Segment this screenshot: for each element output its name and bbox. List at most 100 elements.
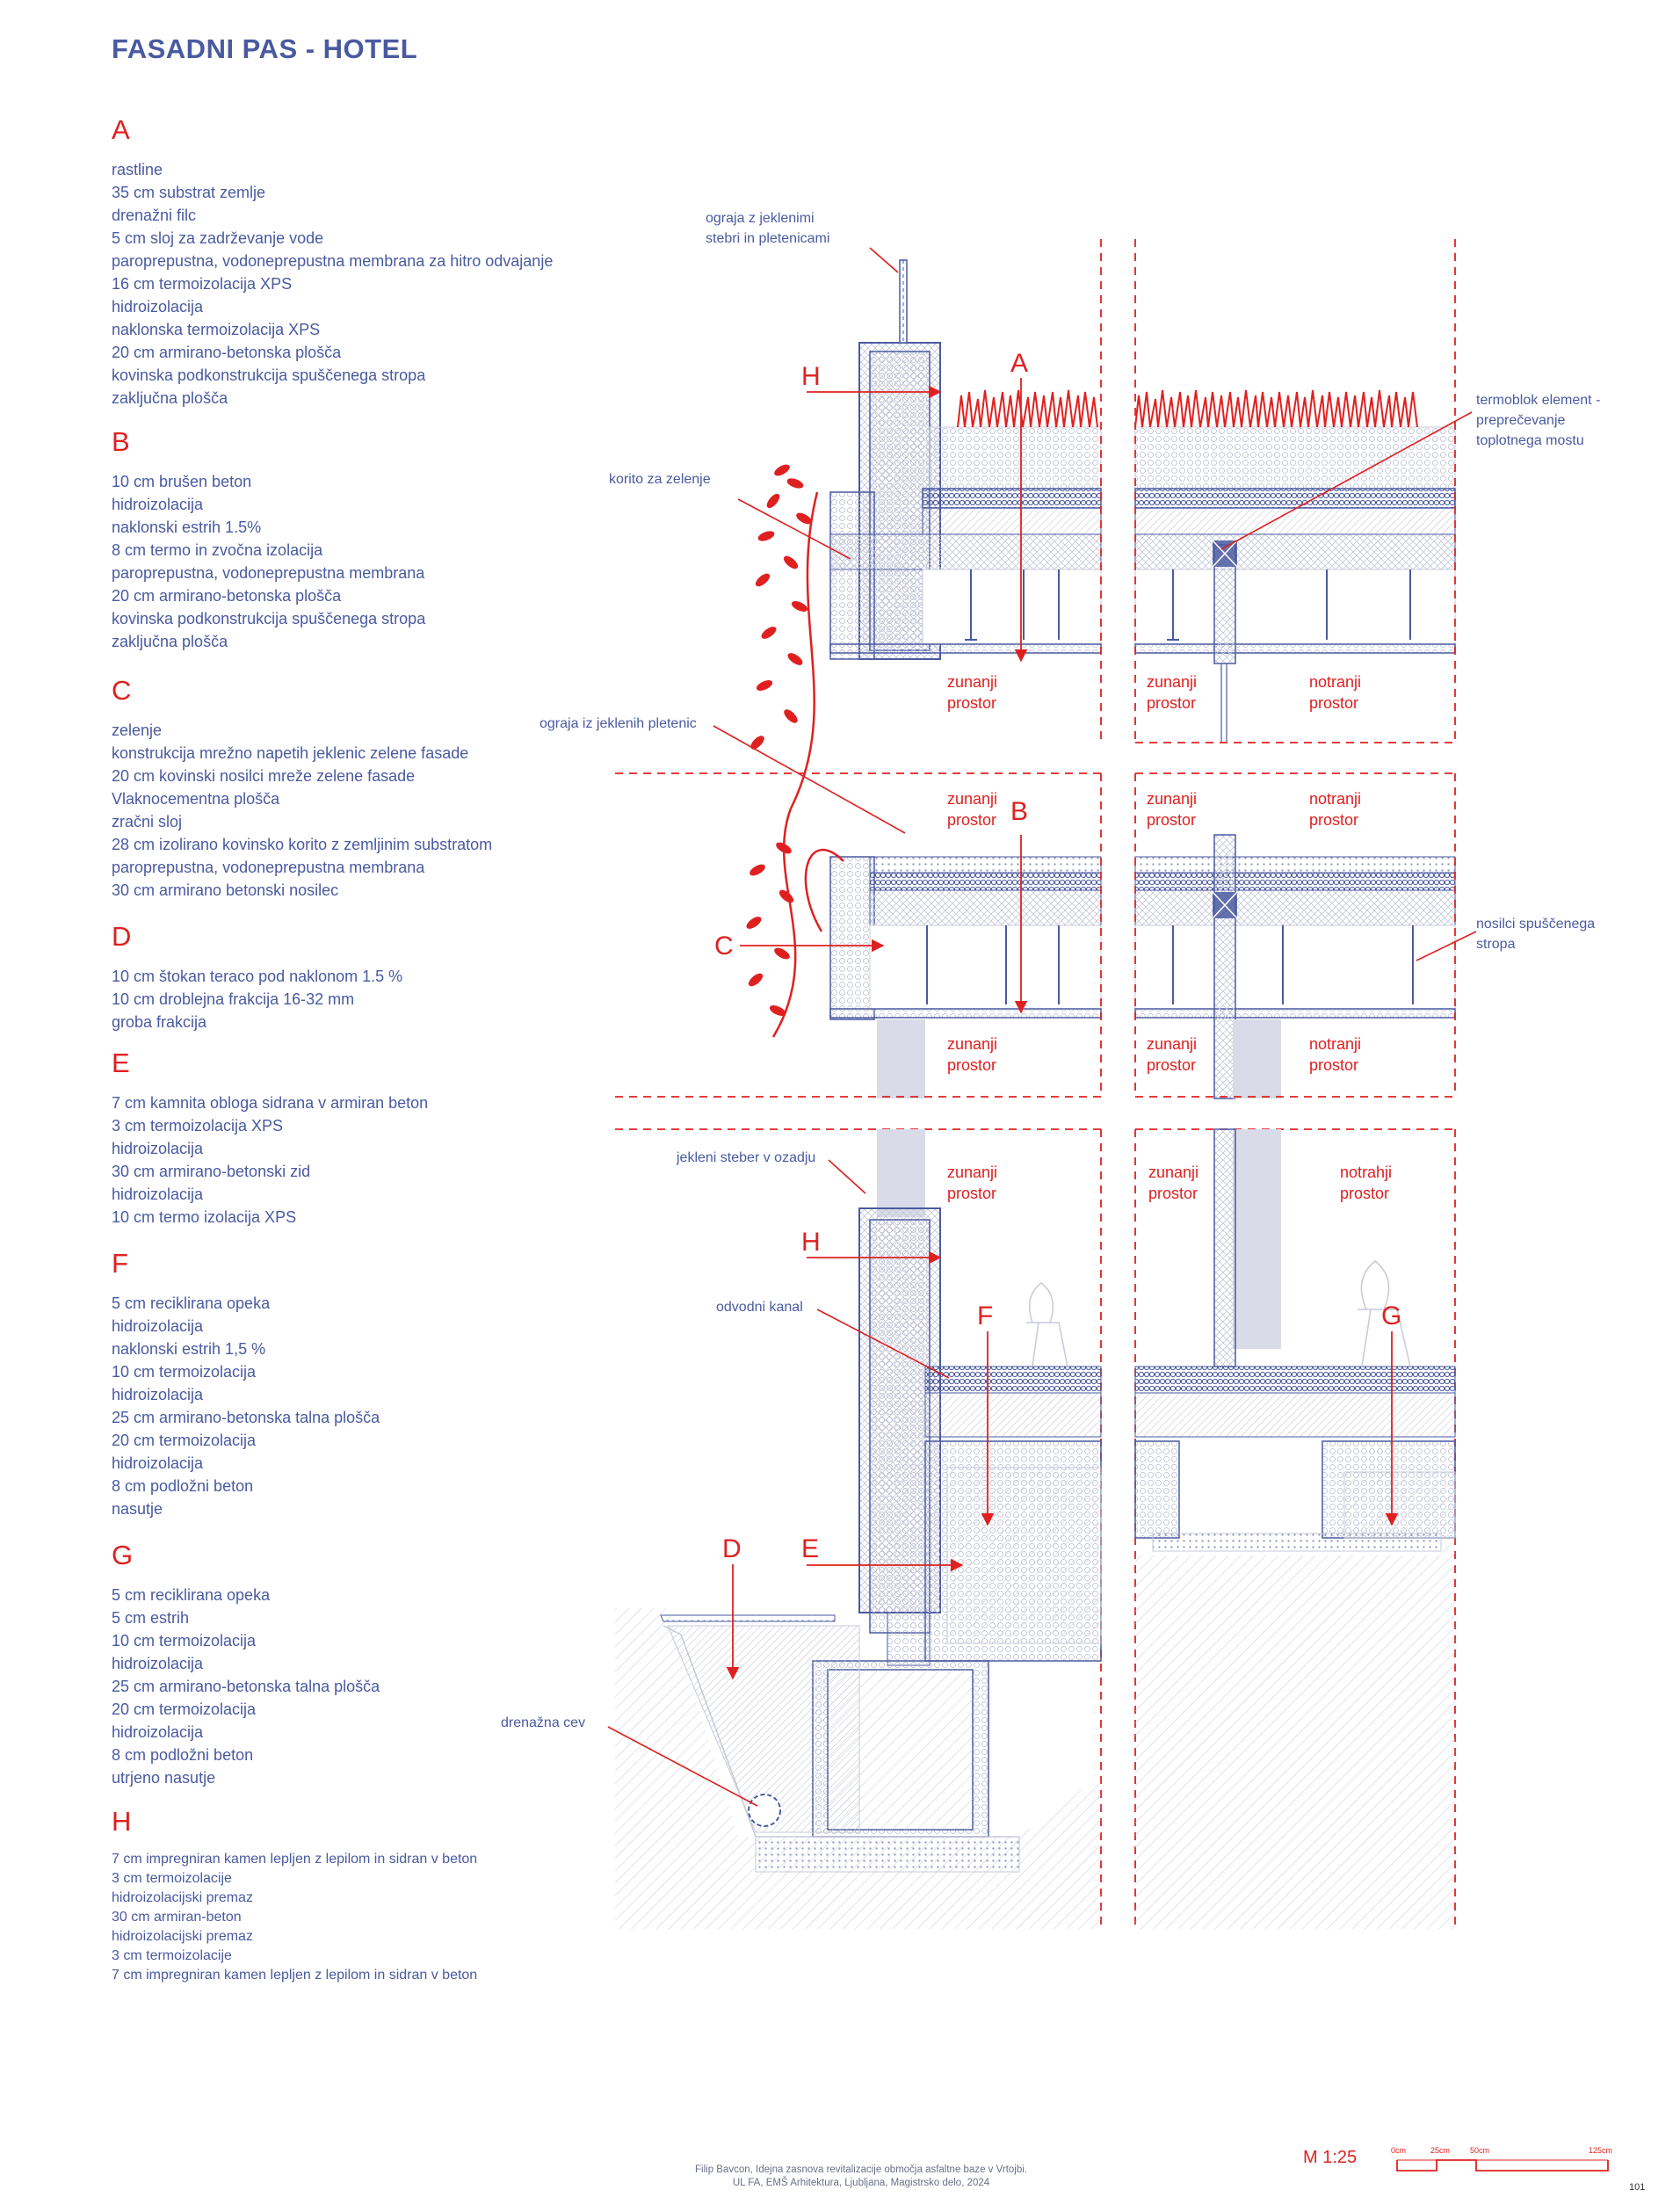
- legend-layer-item: 3 cm termoizolacije: [112, 1948, 232, 1963]
- climbing-plant: [746, 464, 844, 1038]
- label-drain-channel: odvodni kanal: [716, 1300, 803, 1315]
- legend-layer-item: paroprepustna, vodoneprepustna membrana: [112, 859, 425, 876]
- label-ceiling-beams-1: nosilci spuščenega: [1476, 917, 1595, 932]
- legend-section-f: F 5 cm reciklirana opeka hidroizolacija nak…: [112, 1248, 604, 1520]
- legend-layer-item: 5 cm sloj za zadrževanje vode: [112, 229, 324, 247]
- legend-layer-item: naklonski estrih 1,5 %: [112, 1340, 266, 1358]
- legend-section-b: B 10 cm brušen beton hidroizolacija naklons…: [112, 426, 604, 653]
- space-label: zunanji: [947, 1035, 997, 1053]
- legend-letter: H: [112, 1806, 132, 1837]
- space-label: prostor: [1147, 811, 1196, 829]
- space-label: zunanji: [947, 1164, 997, 1181]
- legend-layer-item: hidroizolacija: [112, 496, 204, 513]
- legend-letter: D: [112, 921, 132, 952]
- legend-layer-item: utrjeno nasutje: [112, 1769, 216, 1787]
- legend-section-d: D 10 cm štokan teraco pod naklonom 1.5 % 1…: [112, 921, 604, 1033]
- space-label: zunanji: [1147, 673, 1197, 691]
- space-label: zunanji: [947, 673, 997, 691]
- legend-layer-item: 20 cm kovinski nosilci mreže zelene fasa…: [112, 767, 416, 785]
- scale-tick-125: 125cm: [1589, 2146, 1612, 2155]
- legend-layer-item: 30 cm armiran-beton: [112, 1910, 242, 1925]
- legend-layer-item: zaključna plošča: [112, 633, 228, 650]
- legend-section-h: H 7 cm impregniran kamen lepljen z lepilo…: [112, 1806, 604, 1985]
- legend-layer-item: 10 cm termoizolacija: [112, 1363, 257, 1381]
- letter-f: F: [977, 1302, 993, 1331]
- legend-layer-item: hidroizolacija: [112, 1317, 204, 1335]
- ground-section: [615, 1128, 1456, 1929]
- space-label: prostor: [1309, 811, 1358, 829]
- space-label: notranji: [1309, 790, 1361, 808]
- space-labels: zunanji prostor zunanji prostor notranji…: [947, 673, 1392, 1202]
- legend-layer-item: hidroizolacija: [112, 1386, 204, 1403]
- footer-credit: Filip Bavcon, Idejna zasnova revitalizac…: [615, 2164, 1107, 2190]
- legend-layer-item: groba frakcija: [112, 1013, 207, 1031]
- legend-layer-item: 5 cm reciklirana opeka: [112, 1294, 271, 1312]
- letter-g: G: [1381, 1302, 1401, 1331]
- legend-layer-item: konstrukcija mrežno napetih jeklenic zel…: [112, 744, 469, 762]
- legend-layer-item: 16 cm termoizolacija XPS: [112, 275, 293, 293]
- legend-layer-item: paroprepustna, vodoneprepustna membrana …: [112, 252, 554, 270]
- legend-layer-item: 10 cm droblejna frakcija 16-32 mm: [112, 990, 355, 1008]
- scale-tick-0: 0cm: [1391, 2146, 1406, 2155]
- legend-layer-item: 30 cm armirano-betonski zid: [112, 1163, 311, 1180]
- label-railing-1: ograja z jeklenimi: [706, 211, 815, 226]
- space-label: prostor: [1309, 1056, 1358, 1074]
- scale-label: M 1:25: [1303, 2148, 1358, 2167]
- legend-layer-item: 7 cm impregniran kamen lepljen z lepilom…: [112, 1852, 478, 1867]
- legend-layer-item: zračni sloj: [112, 813, 183, 830]
- legend-layer-item: 10 cm brušen beton: [112, 473, 252, 490]
- space-label: zunanji: [1147, 1035, 1197, 1053]
- roof-section: [829, 239, 1456, 743]
- legend-layer-item: 25 cm armirano-betonska talna plošča: [112, 1409, 380, 1426]
- letter-h-mid: H: [801, 1228, 821, 1257]
- legend-letter: G: [112, 1540, 134, 1570]
- space-label: prostor: [1147, 1056, 1196, 1074]
- legend-layer-item: 10 cm štokan teraco pod naklonom 1.5 %: [112, 968, 403, 985]
- space-label: prostor: [947, 1185, 996, 1202]
- label-steel-column: jekleni steber v ozadju: [676, 1150, 815, 1165]
- space-label: notrahji: [1340, 1164, 1392, 1181]
- label-thermoblock-3: toplotnega mostu: [1476, 433, 1584, 448]
- legend-layer-item: paroprepustna, vodoneprepustna membrana: [112, 564, 425, 582]
- legend-layer-item: 10 cm termoizolacija: [112, 1632, 257, 1650]
- space-label: notranji: [1309, 1035, 1361, 1053]
- scale-tick-50: 50cm: [1470, 2146, 1489, 2155]
- page-number: 101: [1629, 2182, 1646, 2193]
- letter-b: B: [1010, 797, 1028, 826]
- legend-section-g: G 5 cm reciklirana opeka 5 cm estrih 10 cm …: [112, 1540, 604, 1789]
- legend-layer-item: hidroizolacija: [112, 1454, 204, 1472]
- legend-layer-item: zelenje: [112, 721, 163, 739]
- legend-layer-item: 20 cm armirano-betonska plošča: [112, 587, 342, 605]
- label-mesh-railing: ograja iz jeklenih pletenic: [539, 716, 697, 731]
- footer-line-1: Filip Bavcon, Idejna zasnova revitalizac…: [695, 2164, 1027, 2175]
- space-label: prostor: [1340, 1185, 1389, 1202]
- legend-layer-item: hidroizolacija: [112, 1186, 204, 1203]
- letter-h-top: H: [801, 362, 821, 391]
- legend-layer-item: 8 cm termo in zvočna izolacija: [112, 541, 323, 559]
- grass-plants: [957, 389, 1418, 428]
- legend-layer-item: 5 cm reciklirana opeka: [112, 1586, 271, 1604]
- label-ceiling-beams-2: stropa: [1476, 937, 1516, 952]
- space-label: prostor: [1147, 694, 1196, 712]
- floor-section: [615, 772, 1456, 1099]
- legend-layer-item: kovinska podkonstrukcija spuščenega stro…: [112, 610, 426, 627]
- legend-layer-item: 30 cm armirano betonski nosilec: [112, 881, 339, 899]
- label-drain-pipe: drenažna cev: [501, 1715, 585, 1730]
- label-thermoblock-1: termoblok element -: [1476, 393, 1600, 408]
- legend-layer-item: 20 cm termoizolacija: [112, 1700, 257, 1718]
- legend-layer-item: 5 cm estrih: [112, 1609, 190, 1627]
- space-label: zunanji: [947, 790, 997, 808]
- letter-d: D: [722, 1534, 742, 1563]
- legend-layer-item: naklonski estrih 1.5%: [112, 518, 262, 536]
- legend-layer-item: drenažni filc: [112, 207, 197, 224]
- legend-letter: B: [112, 426, 130, 457]
- label-railing-2: stebri in pletenicami: [706, 231, 829, 246]
- label-thermoblock-2: preprečevanje: [1476, 413, 1566, 428]
- legend-layer-item: 35 cm substrat zemlje: [112, 184, 266, 201]
- legend-letter: F: [112, 1248, 128, 1279]
- legend-layer-item: nasutje: [112, 1500, 163, 1518]
